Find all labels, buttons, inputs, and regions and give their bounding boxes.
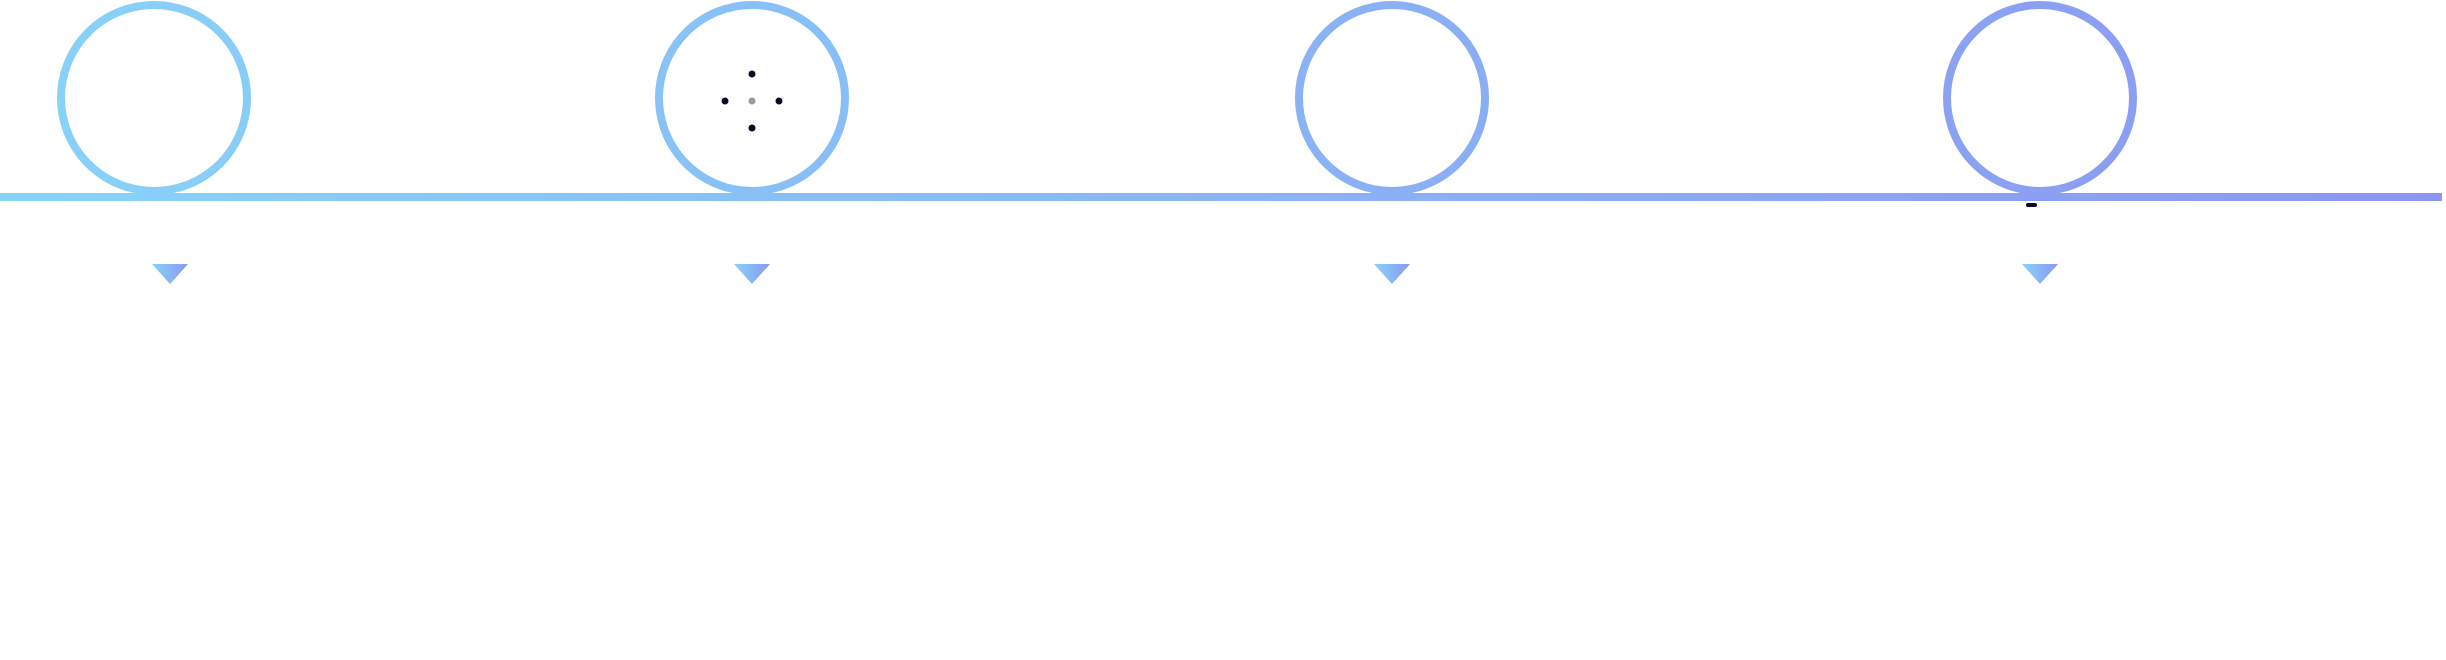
step-2 [655,1,849,284]
timeline-line [0,193,2442,201]
step-circle [57,1,251,195]
dash-icon [2026,203,2037,207]
pointer-triangle-icon [734,264,770,284]
pointer-triangle-icon [152,264,188,284]
step-4 [1943,1,2137,284]
step-circle [1943,1,2137,195]
pointer-triangle-icon [2022,264,2058,284]
step-3 [1295,1,1489,284]
step-1 [57,1,251,284]
pointer-triangle-icon [1374,264,1410,284]
dots-cross-icon [721,70,783,132]
step-circle [1295,1,1489,195]
